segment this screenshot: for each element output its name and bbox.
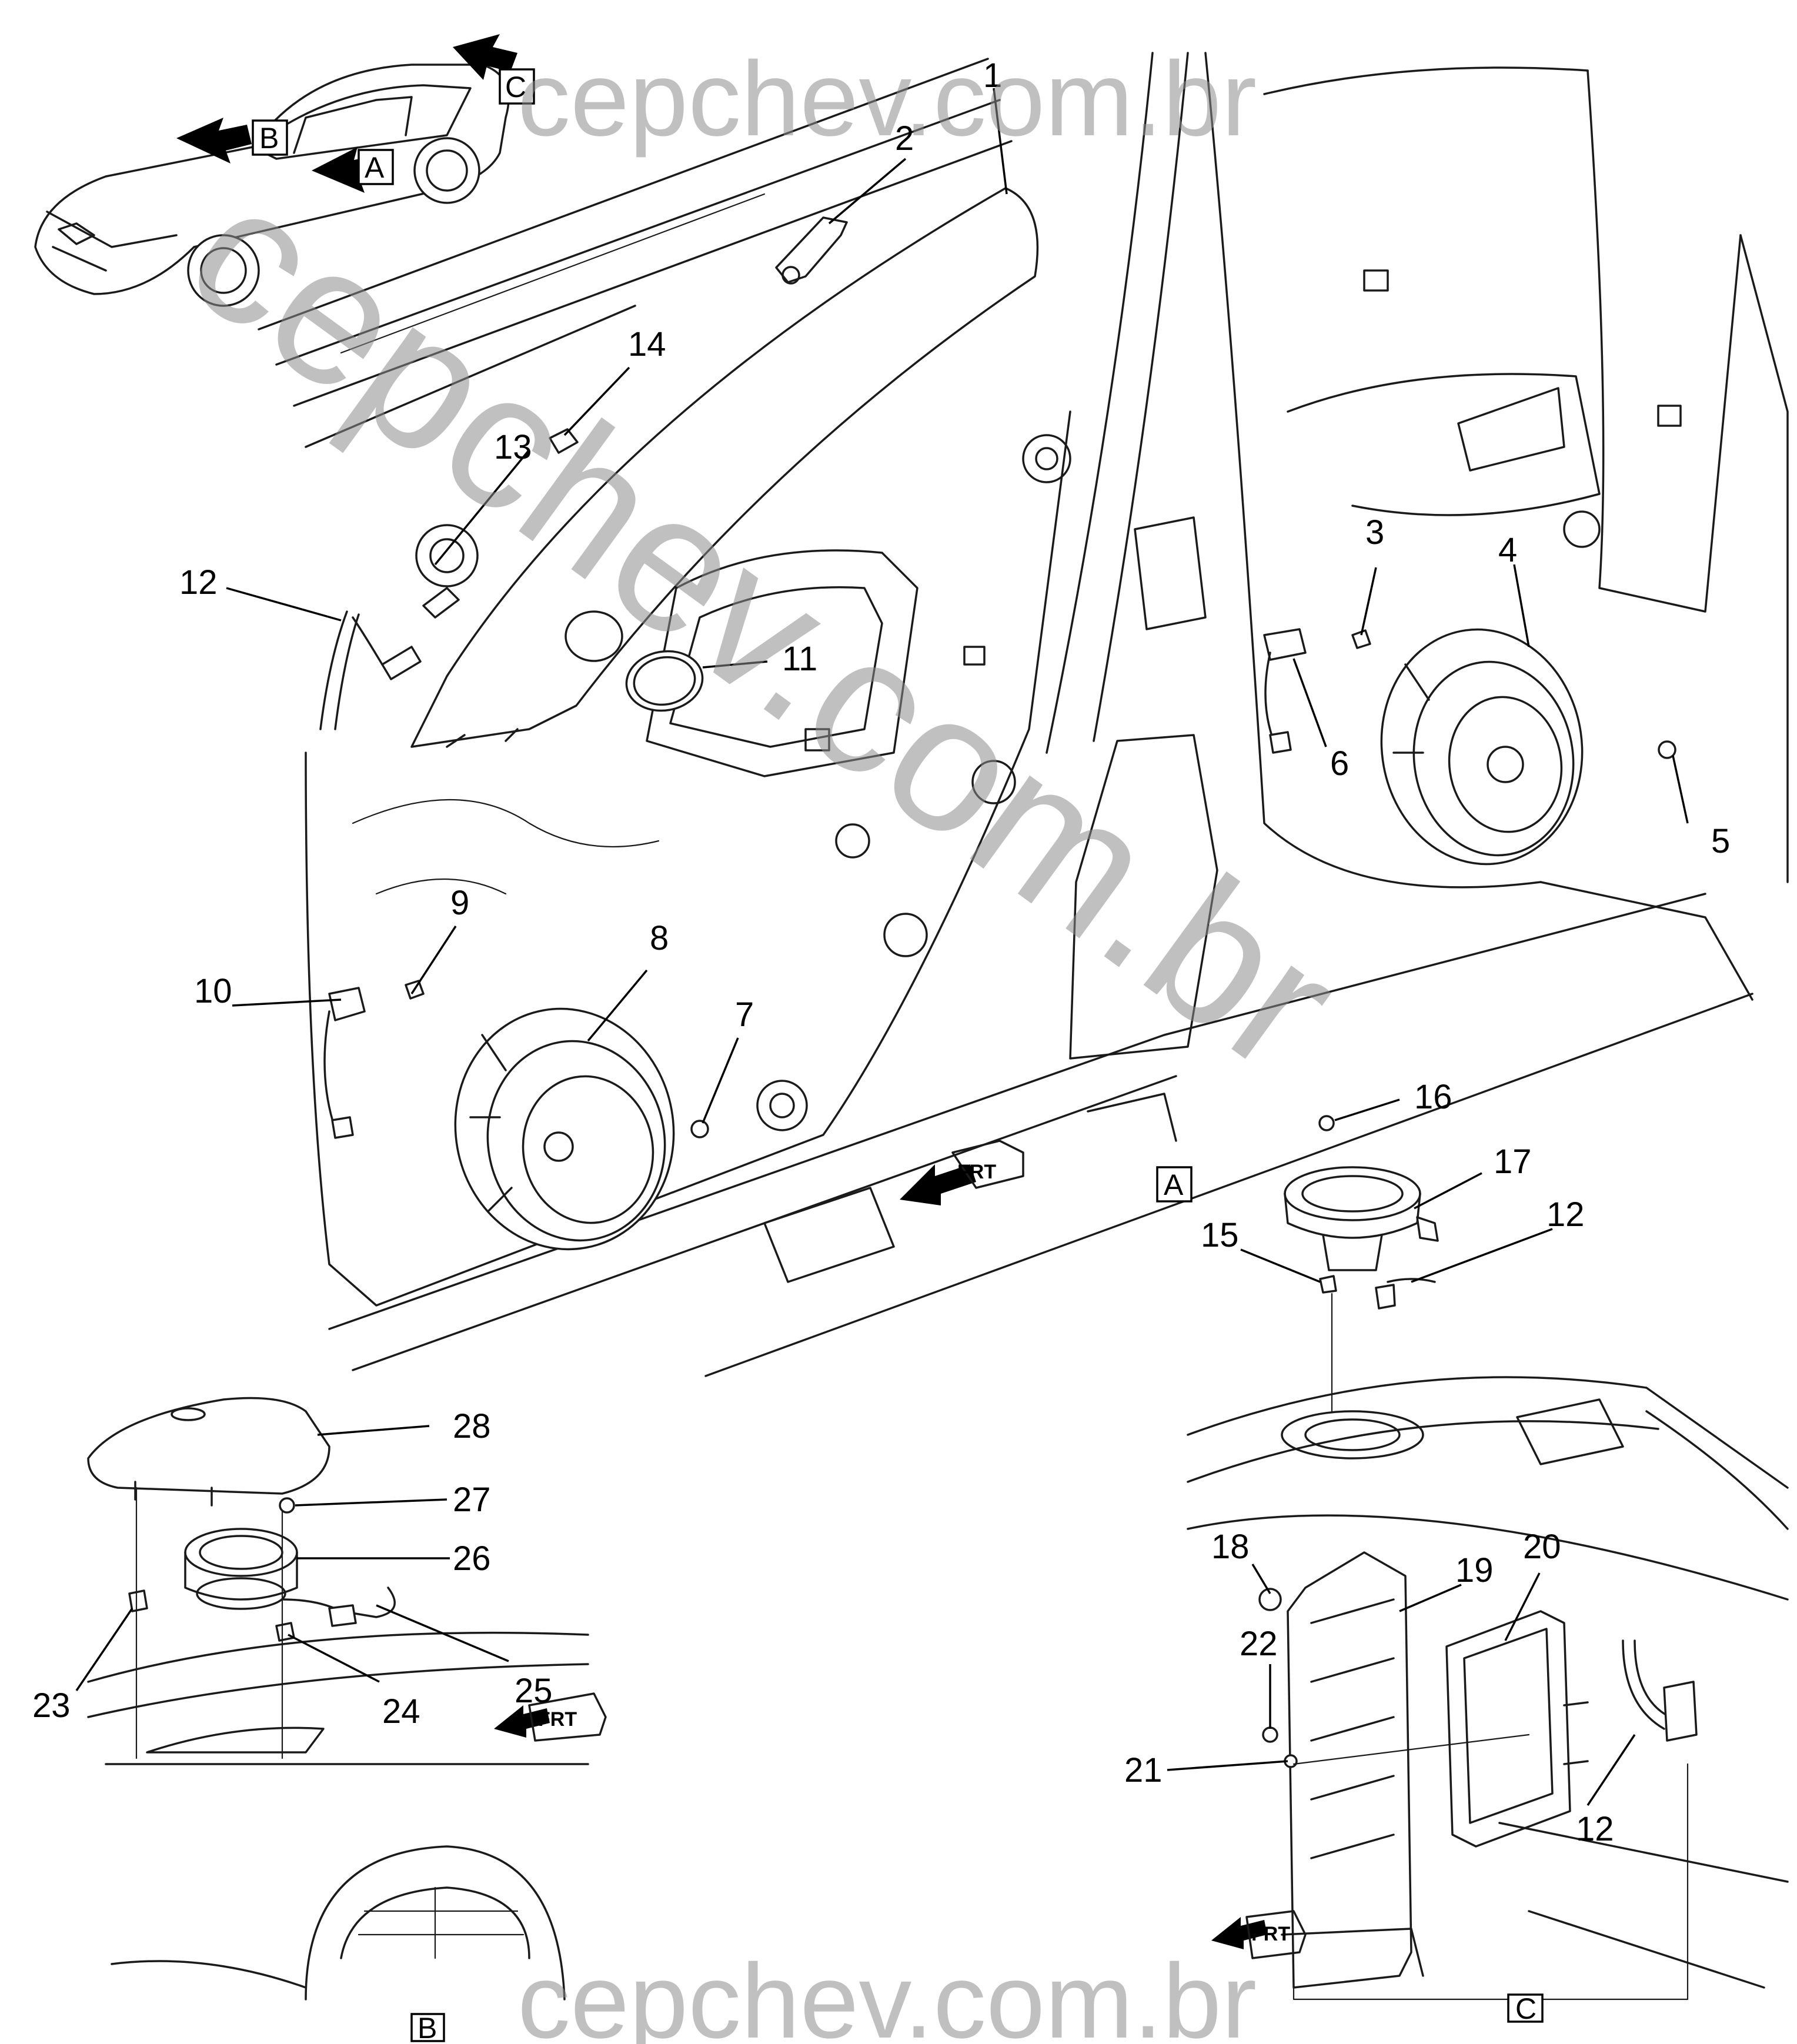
callout-25: 25 <box>515 1672 553 1710</box>
callout-8: 8 <box>650 919 669 957</box>
callout-5: 5 <box>1711 822 1730 860</box>
callout-18: 18 <box>1211 1528 1250 1566</box>
vehicle-locator-illustration <box>34 64 510 307</box>
part-11-grommet <box>565 610 704 712</box>
svg-text:A: A <box>365 151 385 184</box>
front-indicator-view-a: FRT <box>900 1140 1024 1205</box>
callout-21: 21 <box>1124 1751 1163 1789</box>
a-pillar-trim-panel <box>410 187 1039 748</box>
callout-10: 10 <box>194 972 232 1010</box>
callout-6: 6 <box>1330 744 1349 783</box>
part-20-amplifier <box>1445 1610 1571 1848</box>
callout-20: 20 <box>1523 1528 1561 1566</box>
callout-1: 1 <box>983 56 1002 95</box>
callout-28: 28 <box>453 1407 491 1445</box>
callout-12: 12 <box>179 563 218 602</box>
callout-9: 9 <box>450 884 469 922</box>
svg-text:FRT: FRT <box>1251 1923 1290 1945</box>
view-tag-b: B <box>410 2012 445 2044</box>
callout-12-rear-shelf: 12 <box>1547 1195 1585 1234</box>
front-indicator-view-c: FRT <box>1211 1910 1307 1959</box>
part-5-screw <box>1658 740 1676 759</box>
part-7-screw <box>690 1120 709 1138</box>
callout-11: 11 <box>782 640 817 678</box>
svg-text:FRT: FRT <box>957 1161 996 1183</box>
part-12-harness-front <box>319 610 422 730</box>
watermark-top: cepchev.com.br <box>517 40 1257 158</box>
callout-24: 24 <box>382 1692 420 1731</box>
view-a-door-assembly <box>258 52 1789 1377</box>
callout-numbers: 1 2 14 13 12 11 8 9 10 7 3 4 5 6 16 17 1… <box>32 56 1730 1848</box>
view-c-rear-shelf-amplifier <box>1187 1115 1789 2000</box>
view-tag-b-locator: B <box>252 119 288 156</box>
callout-19: 19 <box>1455 1551 1494 1589</box>
callout-7: 7 <box>735 996 754 1034</box>
part-6-connector-harness <box>1263 628 1307 754</box>
callout-15: 15 <box>1201 1216 1239 1254</box>
part-28-speaker-cover <box>87 1397 330 1495</box>
callout-23: 23 <box>32 1686 71 1725</box>
callout-27: 27 <box>453 1481 491 1519</box>
callout-13: 13 <box>494 428 532 466</box>
front-indicator-view-b: FRT <box>494 1692 607 1742</box>
part-14-clip <box>549 428 579 454</box>
callout-2: 2 <box>895 119 914 158</box>
callout-16: 16 <box>1414 1078 1452 1116</box>
view-tag-a-locator: A <box>358 149 394 185</box>
part-2-trim-retainer <box>775 216 848 285</box>
callout-22: 22 <box>1240 1625 1278 1663</box>
svg-text:C: C <box>1515 1992 1537 2025</box>
callout-26: 26 <box>453 1539 491 1578</box>
view-arrow-b <box>176 118 252 163</box>
svg-text:FRT: FRT <box>538 1708 577 1731</box>
svg-text:C: C <box>505 71 526 103</box>
callout-3: 3 <box>1365 513 1384 552</box>
callout-12-amplifier: 12 <box>1576 1810 1614 1848</box>
svg-text:B: B <box>417 2012 437 2044</box>
callout-leader-lines <box>75 88 1689 1806</box>
part-19-amplifier-bracket <box>1287 1551 1412 1989</box>
svg-text:B: B <box>259 122 279 155</box>
watermark-bottom: cepchev.com.br <box>517 1942 1257 2044</box>
callout-17: 17 <box>1494 1143 1532 1181</box>
part-13-tweeter-speaker <box>415 524 479 619</box>
watermark-diagonal: cepchev.com.br <box>152 140 1377 1113</box>
view-tag-a: A <box>1156 1166 1193 1203</box>
part-8-front-door-speaker <box>454 1007 675 1251</box>
part-10-connector-harness <box>323 987 366 1139</box>
callout-14: 14 <box>628 325 666 363</box>
svg-text:A: A <box>1164 1168 1184 1201</box>
view-b-instrument-panel <box>87 1397 589 2000</box>
view-tag-c: C <box>1507 1992 1544 2025</box>
callout-4: 4 <box>1498 531 1517 569</box>
view-tag-c-locator: C <box>499 68 535 105</box>
part-4-rear-door-speaker <box>1380 628 1584 866</box>
